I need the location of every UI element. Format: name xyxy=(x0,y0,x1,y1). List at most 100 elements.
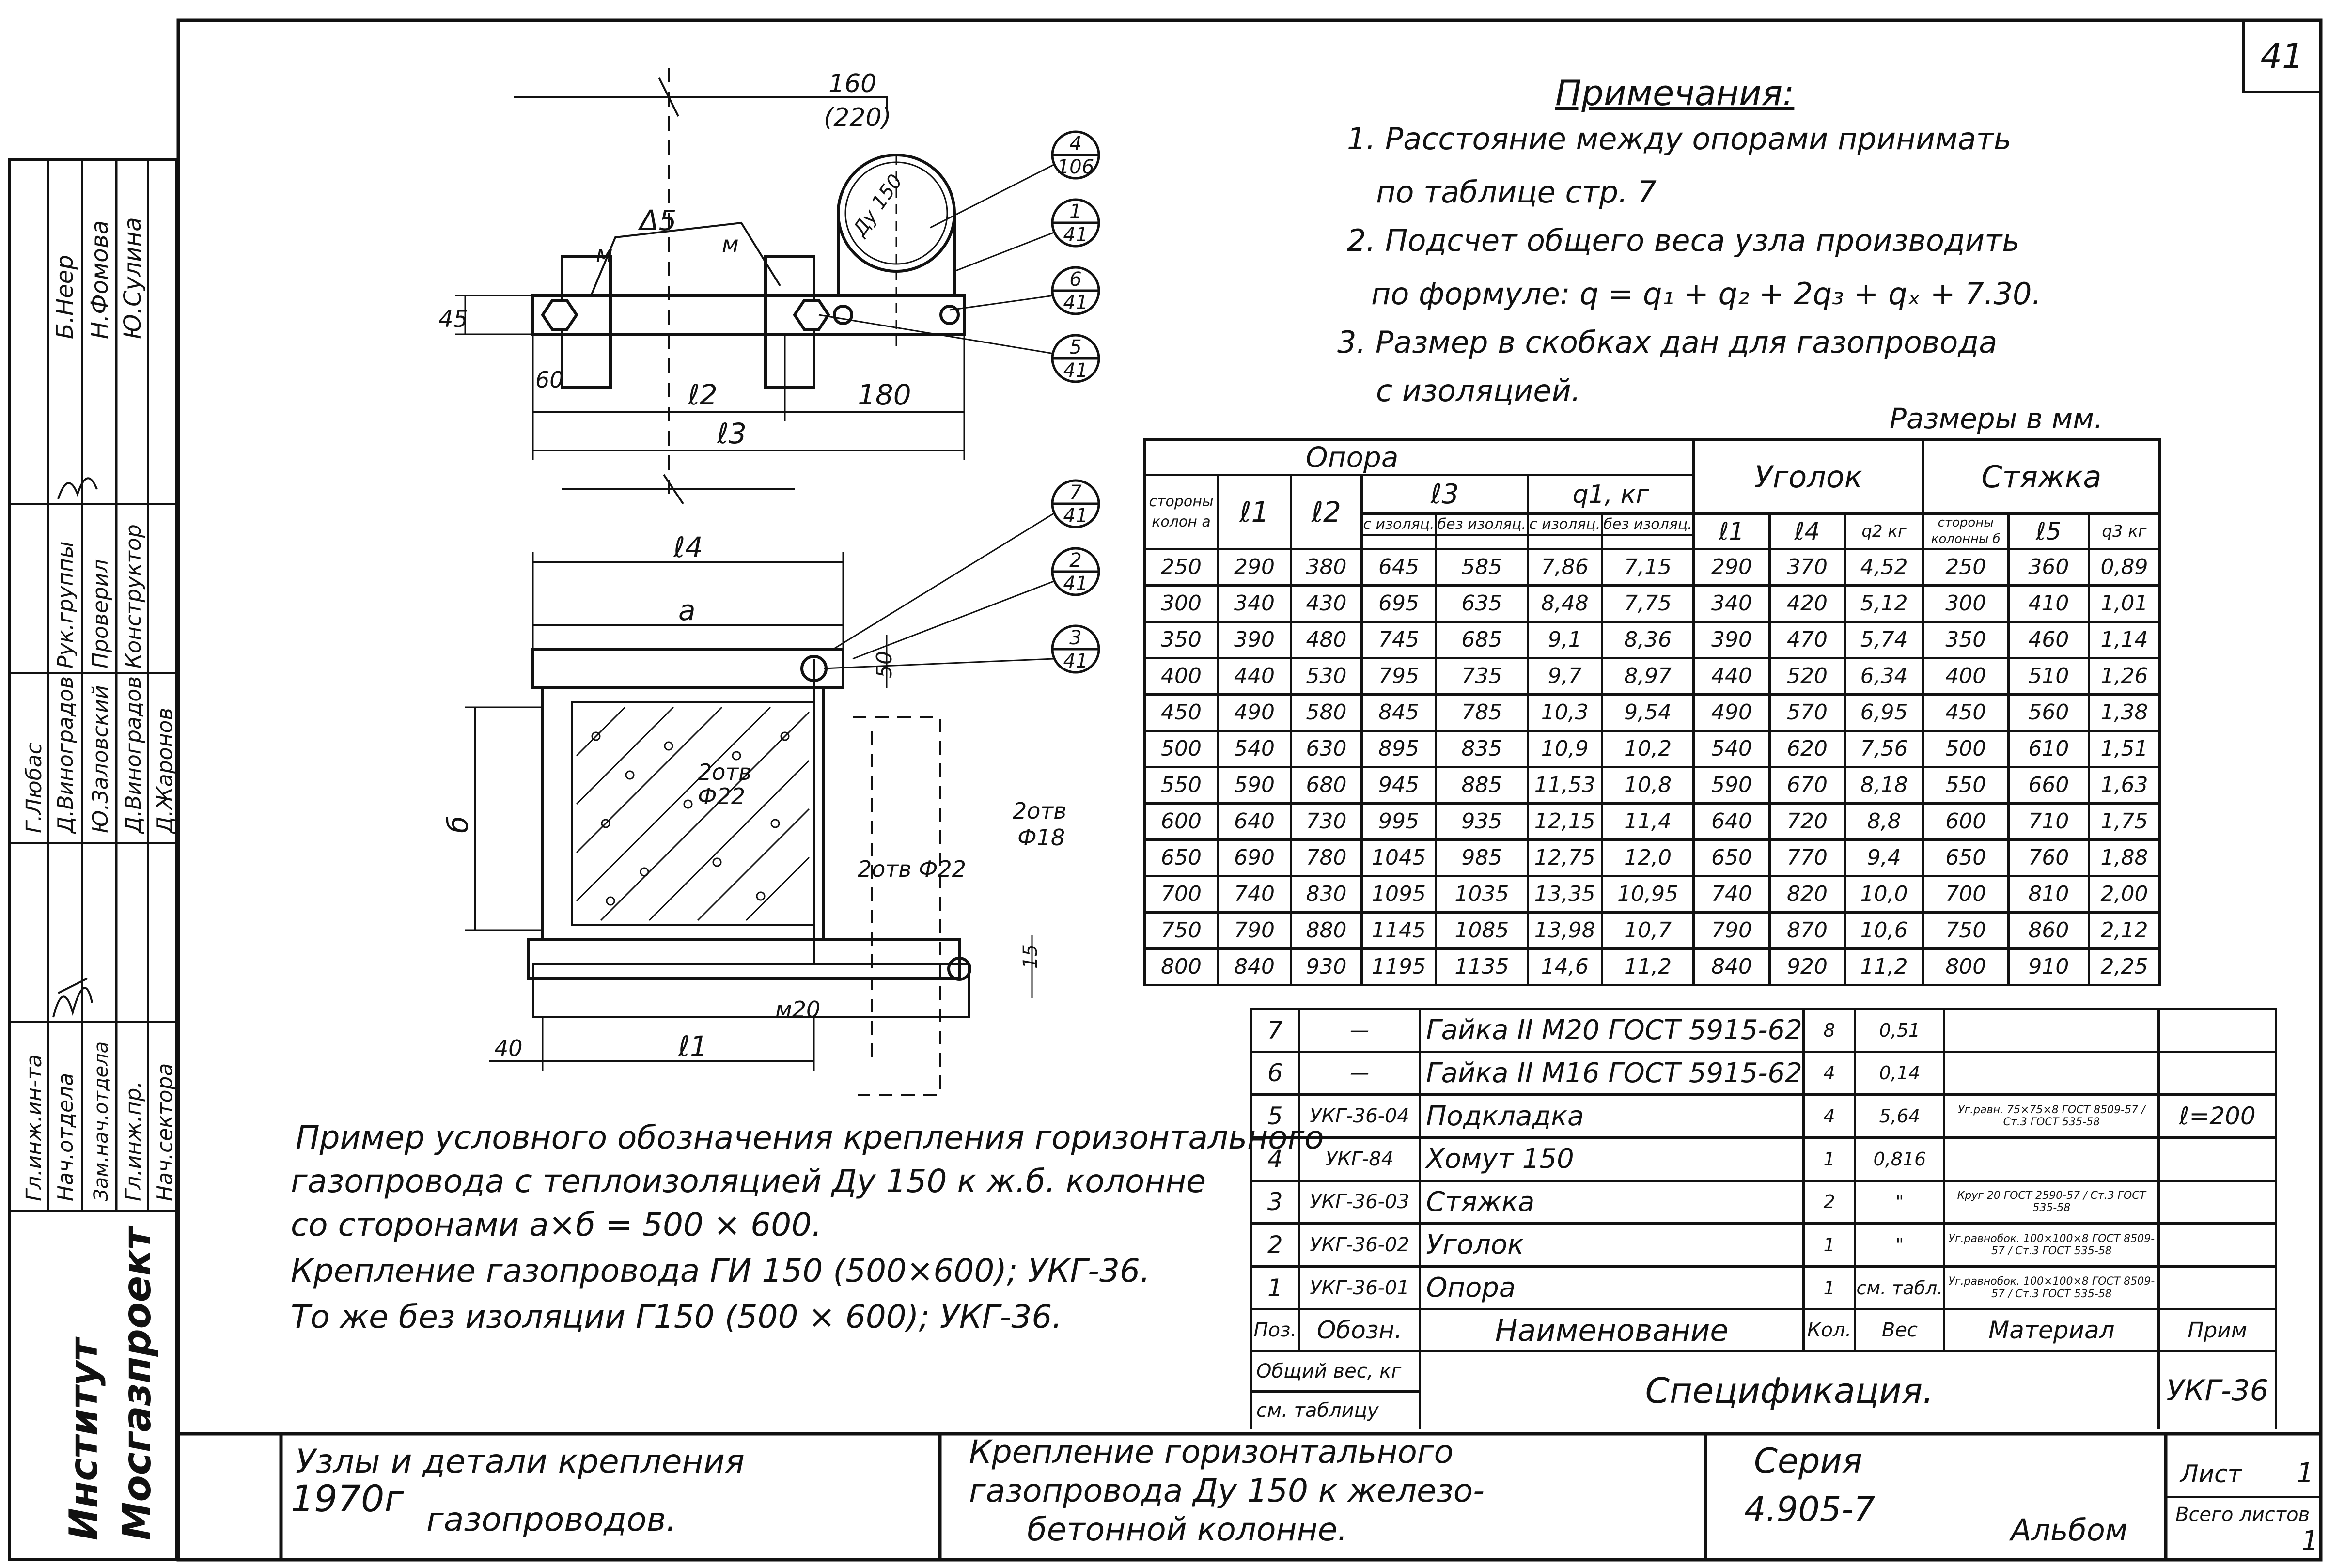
table-cell: 680 xyxy=(1290,765,1363,805)
spec-cell-code: — xyxy=(1297,1008,1422,1053)
group-styazhka: Стяжка xyxy=(1922,438,2161,515)
table-cell: 290 xyxy=(1217,547,1293,587)
spec-cell-name: Стяжка xyxy=(1419,1179,1805,1225)
table-cell: 10,3 xyxy=(1526,693,1603,732)
stamp-name-3: Ю.Заловский xyxy=(88,685,113,833)
table-cell: 650 xyxy=(1922,838,2010,877)
stamp-role-4: Гл.инж.пр. xyxy=(121,1081,146,1201)
spec-cell-note xyxy=(2157,1179,2277,1225)
table-cell: 300 xyxy=(1922,584,2010,623)
table-cell: 400 xyxy=(1143,656,1219,696)
table-cell: 1195 xyxy=(1360,947,1438,986)
table-cell: 985 xyxy=(1435,838,1529,877)
table-cell: 810 xyxy=(2007,874,2090,914)
table-cell: 885 xyxy=(1435,765,1529,805)
table-cell: 4,52 xyxy=(1844,547,1924,587)
spec-cell-name: Опора xyxy=(1419,1265,1805,1311)
signature-mark xyxy=(57,477,98,499)
spec-cell-note xyxy=(2157,1265,2277,1311)
table-cell: 835 xyxy=(1435,729,1529,768)
example-line-5: То же без изоляции Г150 (500 × 600); УКГ… xyxy=(291,1298,1063,1335)
stamp-role-7: Проверил xyxy=(88,559,113,668)
table-cell: 530 xyxy=(1290,656,1363,696)
dim-160: 160 xyxy=(828,69,876,98)
table-cell: 620 xyxy=(1768,729,1846,768)
table-cell: 1145 xyxy=(1360,911,1438,950)
table-cell: 8,48 xyxy=(1526,584,1603,623)
stamp-role-5: Нач.сектора xyxy=(153,1063,177,1201)
table-cell: 12,75 xyxy=(1526,838,1603,877)
callout-7-bottom: 41 xyxy=(1063,505,1088,527)
callouts xyxy=(818,130,1100,674)
table-cell: 700 xyxy=(1922,874,2010,914)
table-cell: 840 xyxy=(1217,947,1293,986)
table-cell: 7,56 xyxy=(1844,729,1924,768)
table-cell: 580 xyxy=(1290,693,1363,732)
year: 1970г xyxy=(291,1477,404,1520)
spec-cell-pos: 2 xyxy=(1250,1222,1300,1268)
hdr-l1: ℓ1 xyxy=(1217,474,1293,550)
note-line-3: 2. Подсчет общего веса узла производить xyxy=(1347,223,2020,258)
table-cell: 645 xyxy=(1360,547,1438,587)
hdr-q1-with: с изоляц. xyxy=(1526,512,1603,536)
table-cell: 945 xyxy=(1360,765,1438,805)
table-cell: 720 xyxy=(1768,802,1846,841)
table-cell: 340 xyxy=(1692,584,1771,623)
table-cell: 370 xyxy=(1768,547,1846,587)
callout-2-top: 2 xyxy=(1069,549,1081,572)
table-cell: 630 xyxy=(1290,729,1363,768)
title-block xyxy=(279,1434,2321,1560)
spec-code: УКГ-36 xyxy=(2157,1350,2277,1429)
table-cell: 710 xyxy=(2007,802,2090,841)
weld-m-1: м xyxy=(596,241,613,267)
album-title-2: газопроводов. xyxy=(426,1501,676,1539)
hdr-u-l4: ℓ4 xyxy=(1768,512,1846,550)
table-cell: 10,7 xyxy=(1600,911,1695,950)
spec-cell-pos: 4 xyxy=(1250,1136,1300,1182)
table-cell: 500 xyxy=(1922,729,2010,768)
table-cell: 760 xyxy=(2007,838,2090,877)
units-note: Размеры в мм. xyxy=(1890,402,2103,435)
spec-cell-qty: 1 xyxy=(1802,1222,1857,1268)
table-cell: 740 xyxy=(1692,874,1771,914)
stamp-name-7: Н.Фомова xyxy=(86,220,113,339)
table-cell: 640 xyxy=(1692,802,1771,841)
spec-cell-qty: 1 xyxy=(1802,1136,1857,1182)
notes-title: Примечания: xyxy=(1555,73,1795,113)
callout-2-bottom: 41 xyxy=(1063,573,1088,595)
table-cell: 6,34 xyxy=(1844,656,1924,696)
callout-5-bottom: 41 xyxy=(1063,359,1088,382)
table-cell: 8,8 xyxy=(1844,802,1924,841)
spec-cell-qty: 4 xyxy=(1802,1050,1857,1096)
stamp-role-2: Нач.отдела xyxy=(53,1073,78,1201)
table-cell: 785 xyxy=(1435,693,1529,732)
table-cell: 845 xyxy=(1360,693,1438,732)
example-line-2: газопровода с теплоизоляцией Ду 150 к ж.… xyxy=(291,1163,1206,1200)
total-value: 1 xyxy=(2301,1525,2319,1557)
table-cell: 6,95 xyxy=(1844,693,1924,732)
signature-mark xyxy=(52,978,93,1018)
table-cell: 9,7 xyxy=(1526,656,1603,696)
spec-cell-code: УКГ-36-03 xyxy=(1297,1179,1422,1225)
spec-cell-code: — xyxy=(1297,1050,1422,1096)
spec-cell-qty: 8 xyxy=(1802,1008,1857,1053)
table-cell: 995 xyxy=(1360,802,1438,841)
table-cell: 1,38 xyxy=(2087,693,2161,732)
table-cell: 550 xyxy=(1922,765,2010,805)
table-cell: 14,6 xyxy=(1526,947,1603,986)
table-cell: 7,15 xyxy=(1600,547,1695,587)
hdr-q1: q1, кг xyxy=(1526,474,1695,515)
table-cell: 935 xyxy=(1435,802,1529,841)
table-cell: 430 xyxy=(1290,584,1363,623)
hdr-l2: ℓ2 xyxy=(1290,474,1363,550)
hdr-without-iso: без изоляц. xyxy=(1435,512,1529,536)
table-cell: 380 xyxy=(1290,547,1363,587)
